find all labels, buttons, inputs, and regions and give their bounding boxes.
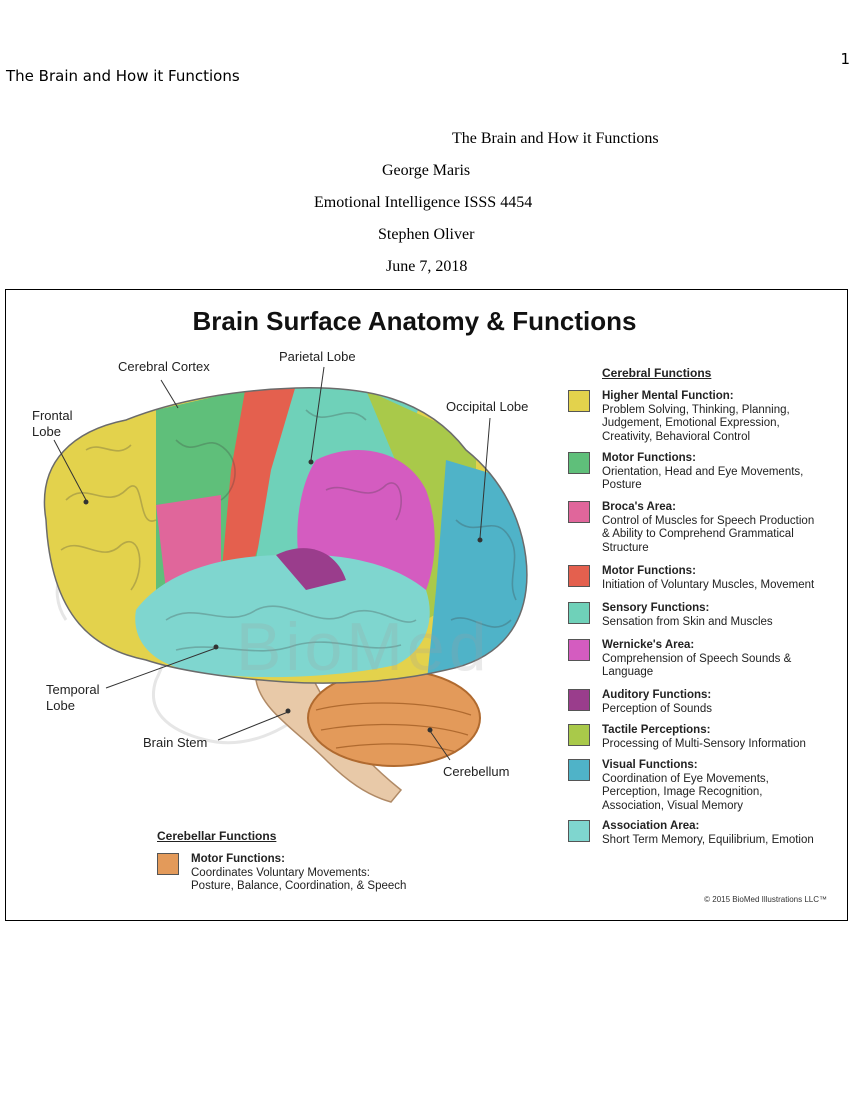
cerebral-functions-legend: Cerebral Functions Higher Mental Functio… (568, 366, 838, 866)
legend-item-text: Structure (602, 541, 649, 554)
legend-item-title: Association Area: (602, 820, 700, 832)
legend-item-text: Problem Solving, Thinking, Planning, (602, 403, 790, 416)
copyright-notice: © 2015 BioMed Illustrations LLC™ (704, 895, 827, 904)
legend-item-title: Motor Functions: (602, 452, 696, 464)
cerebellum-leader (429, 730, 451, 761)
cerebellum-label: Cerebellum (443, 764, 510, 779)
legend-swatch (568, 390, 590, 412)
author-name: George Maris (382, 162, 471, 179)
watermark-text: BioMed (236, 609, 491, 685)
legend-swatch (157, 853, 179, 875)
legend-item-title: Sensory Functions: (602, 602, 710, 614)
occipital-lobe-label: Occipital Lobe (446, 399, 529, 414)
parietal-lobe-label: Parietal Lobe (279, 349, 356, 364)
legend-item-text: Control of Muscles for Speech Production (602, 514, 815, 527)
running-head: The Brain and How it Functions (6, 67, 240, 85)
legend-item-text: Association, Visual Memory (602, 799, 744, 812)
brain-anatomy-figure: Brain Surface Anatomy & Functions (5, 289, 848, 921)
brain-illustration: BioMed (43, 366, 528, 803)
occipital-lobe-leader (479, 417, 491, 539)
legend-item-text: Coordinates Voluntary Movements: (191, 866, 370, 879)
legend-item-text: Comprehension of Speech Sounds & (602, 652, 792, 665)
legend-item-title: Motor Functions: (602, 565, 696, 577)
cerebellar-functions-legend: Cerebellar Functions Motor Functions:Coo… (157, 829, 437, 899)
legend-swatch (568, 759, 590, 781)
page-number: 1 (840, 50, 850, 68)
temporal-lobe-label-line2: Lobe (46, 698, 75, 713)
figure-title: Brain Surface Anatomy & Functions (192, 306, 637, 336)
cerebral-functions-heading: Cerebral Functions (602, 366, 712, 380)
legend-swatch (568, 639, 590, 661)
temporal-lobe-label: Temporal Lobe (46, 682, 99, 714)
legend-item-text: Posture, Balance, Coordination, & Speech (191, 880, 407, 892)
legend-item-title: Motor Functions: (191, 853, 285, 865)
legend-item-text: Processing of Multi-Sensory Information (602, 737, 806, 750)
legend-item-text: & Ability to Comprehend Grammatical (602, 528, 794, 540)
legend-swatch (568, 724, 590, 746)
legend-item-text: Short Term Memory, Equilibrium, Emotion (602, 833, 814, 846)
legend-item-text: Judgement, Emotional Expression, (602, 417, 780, 429)
legend-item-text: Creativity, Behavioral Control (602, 430, 751, 443)
legend-item-title: Tactile Perceptions: (602, 724, 711, 736)
frontal-lobe-leader (53, 439, 87, 501)
legend-item-title: Higher Mental Function: (602, 390, 734, 402)
temporal-lobe-label-line1: Temporal (46, 682, 100, 697)
cerebral-cortex-leader (160, 379, 179, 409)
frontal-lobe-label: Frontal Lobe (32, 408, 72, 440)
frontal-lobe-label-line1: Frontal (32, 408, 73, 423)
legend-item-title: Auditory Functions: (602, 689, 712, 701)
paper-title: The Brain and How it Functions (452, 130, 659, 147)
legend-swatch (568, 820, 590, 842)
instructor-name: Stephen Oliver (378, 226, 475, 243)
legend-swatch (568, 452, 590, 474)
legend-item-text: Coordination of Eye Movements, (602, 772, 769, 785)
legend-item-text: Initiation of Voluntary Muscles, Movemen… (602, 578, 815, 591)
legend-swatch (568, 602, 590, 624)
frontal-lobe-label-line2: Lobe (32, 424, 61, 439)
legend-swatch (568, 565, 590, 587)
legend-item-text: Perception, Image Recognition, (602, 786, 763, 798)
legend-swatch (568, 501, 590, 523)
brain-stem-leader (217, 711, 289, 741)
legend-item-title: Wernicke's Area: (602, 639, 695, 651)
parietal-lobe-leader (310, 366, 325, 461)
legend-item-title: Visual Functions: (602, 759, 698, 771)
legend-item-title: Broca's Area: (602, 501, 676, 513)
legend-swatch (568, 689, 590, 711)
legend-item-text: Perception of Sounds (602, 702, 712, 715)
legend-item-text: Language (602, 666, 654, 678)
legend-item-text: Orientation, Head and Eye Movements, (602, 465, 804, 478)
cerebral-cortex-label: Cerebral Cortex (118, 359, 210, 374)
brain-stem-label: Brain Stem (143, 735, 208, 750)
legend-item-text: Posture (602, 479, 642, 491)
cerebellar-functions-heading: Cerebellar Functions (157, 829, 277, 843)
course-name: Emotional Intelligence ISSS 4454 (314, 194, 533, 211)
paper-date: June 7, 2018 (386, 258, 468, 275)
legend-item-text: Sensation from Skin and Muscles (602, 615, 773, 628)
temporal-lobe-leader (105, 647, 217, 689)
